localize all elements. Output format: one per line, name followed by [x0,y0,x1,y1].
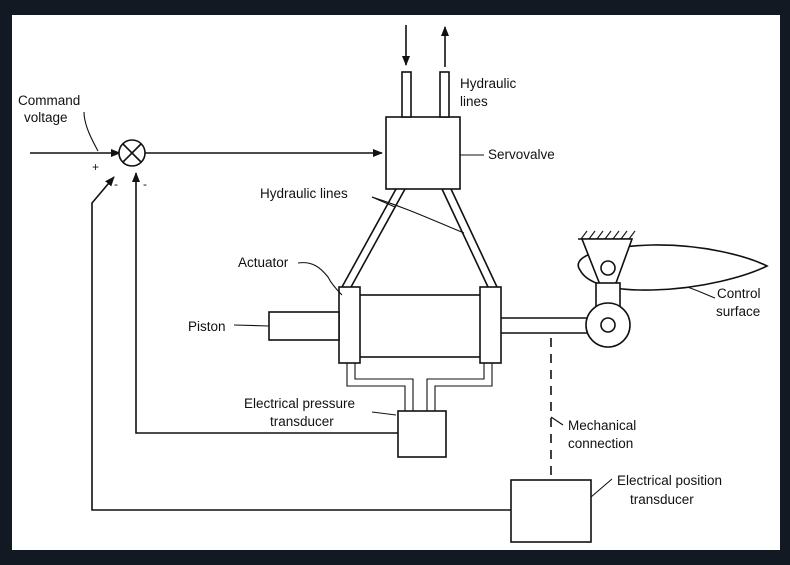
piston [268,311,612,341]
summing-junction [118,139,146,167]
control-surface [577,230,769,348]
diagram-frame: + - - Command voltage Hydraulic lines Se… [12,15,780,550]
minus-sign-position: - [114,177,118,191]
pressure-tubing [346,363,493,411]
servovalve-box [385,116,461,190]
label-control-surface-2: surface [716,304,760,319]
position-transducer-box [510,479,592,543]
label-mechanical-connection-1: Mechanical [568,418,636,433]
top-hydraulic-lines [401,25,450,118]
mid-hydraulic-lines [341,188,498,288]
pressure-feedback-line [132,172,398,434]
pressure-transducer-box [397,410,447,458]
leader-lines [83,111,716,498]
label-hydraulic-lines-top-1: Hydraulic [460,76,517,91]
label-hydraulic-lines-top-2: lines [460,94,488,109]
label-control-surface-1: Control [717,286,761,301]
label-command-voltage-1: Command [18,93,80,108]
label-position-transducer-2: transducer [630,492,694,507]
label-piston: Piston [188,319,226,334]
label-servovalve: Servovalve [488,147,555,162]
label-pressure-transducer-1: Electrical pressure [244,396,355,411]
label-command-voltage-2: voltage [24,110,68,125]
label-hydraulic-lines-mid: Hydraulic lines [260,186,348,201]
label-mechanical-connection-2: connection [568,436,633,451]
actuator [338,286,502,364]
label-actuator: Actuator [238,255,289,270]
label-position-transducer-1: Electrical position [617,473,722,488]
servo-actuator-diagram: + - - Command voltage Hydraulic lines Se… [18,25,769,543]
plus-sign: + [92,160,99,174]
position-feedback-line [91,176,511,511]
label-pressure-transducer-2: transducer [270,414,334,429]
minus-sign-pressure: - [143,177,147,191]
